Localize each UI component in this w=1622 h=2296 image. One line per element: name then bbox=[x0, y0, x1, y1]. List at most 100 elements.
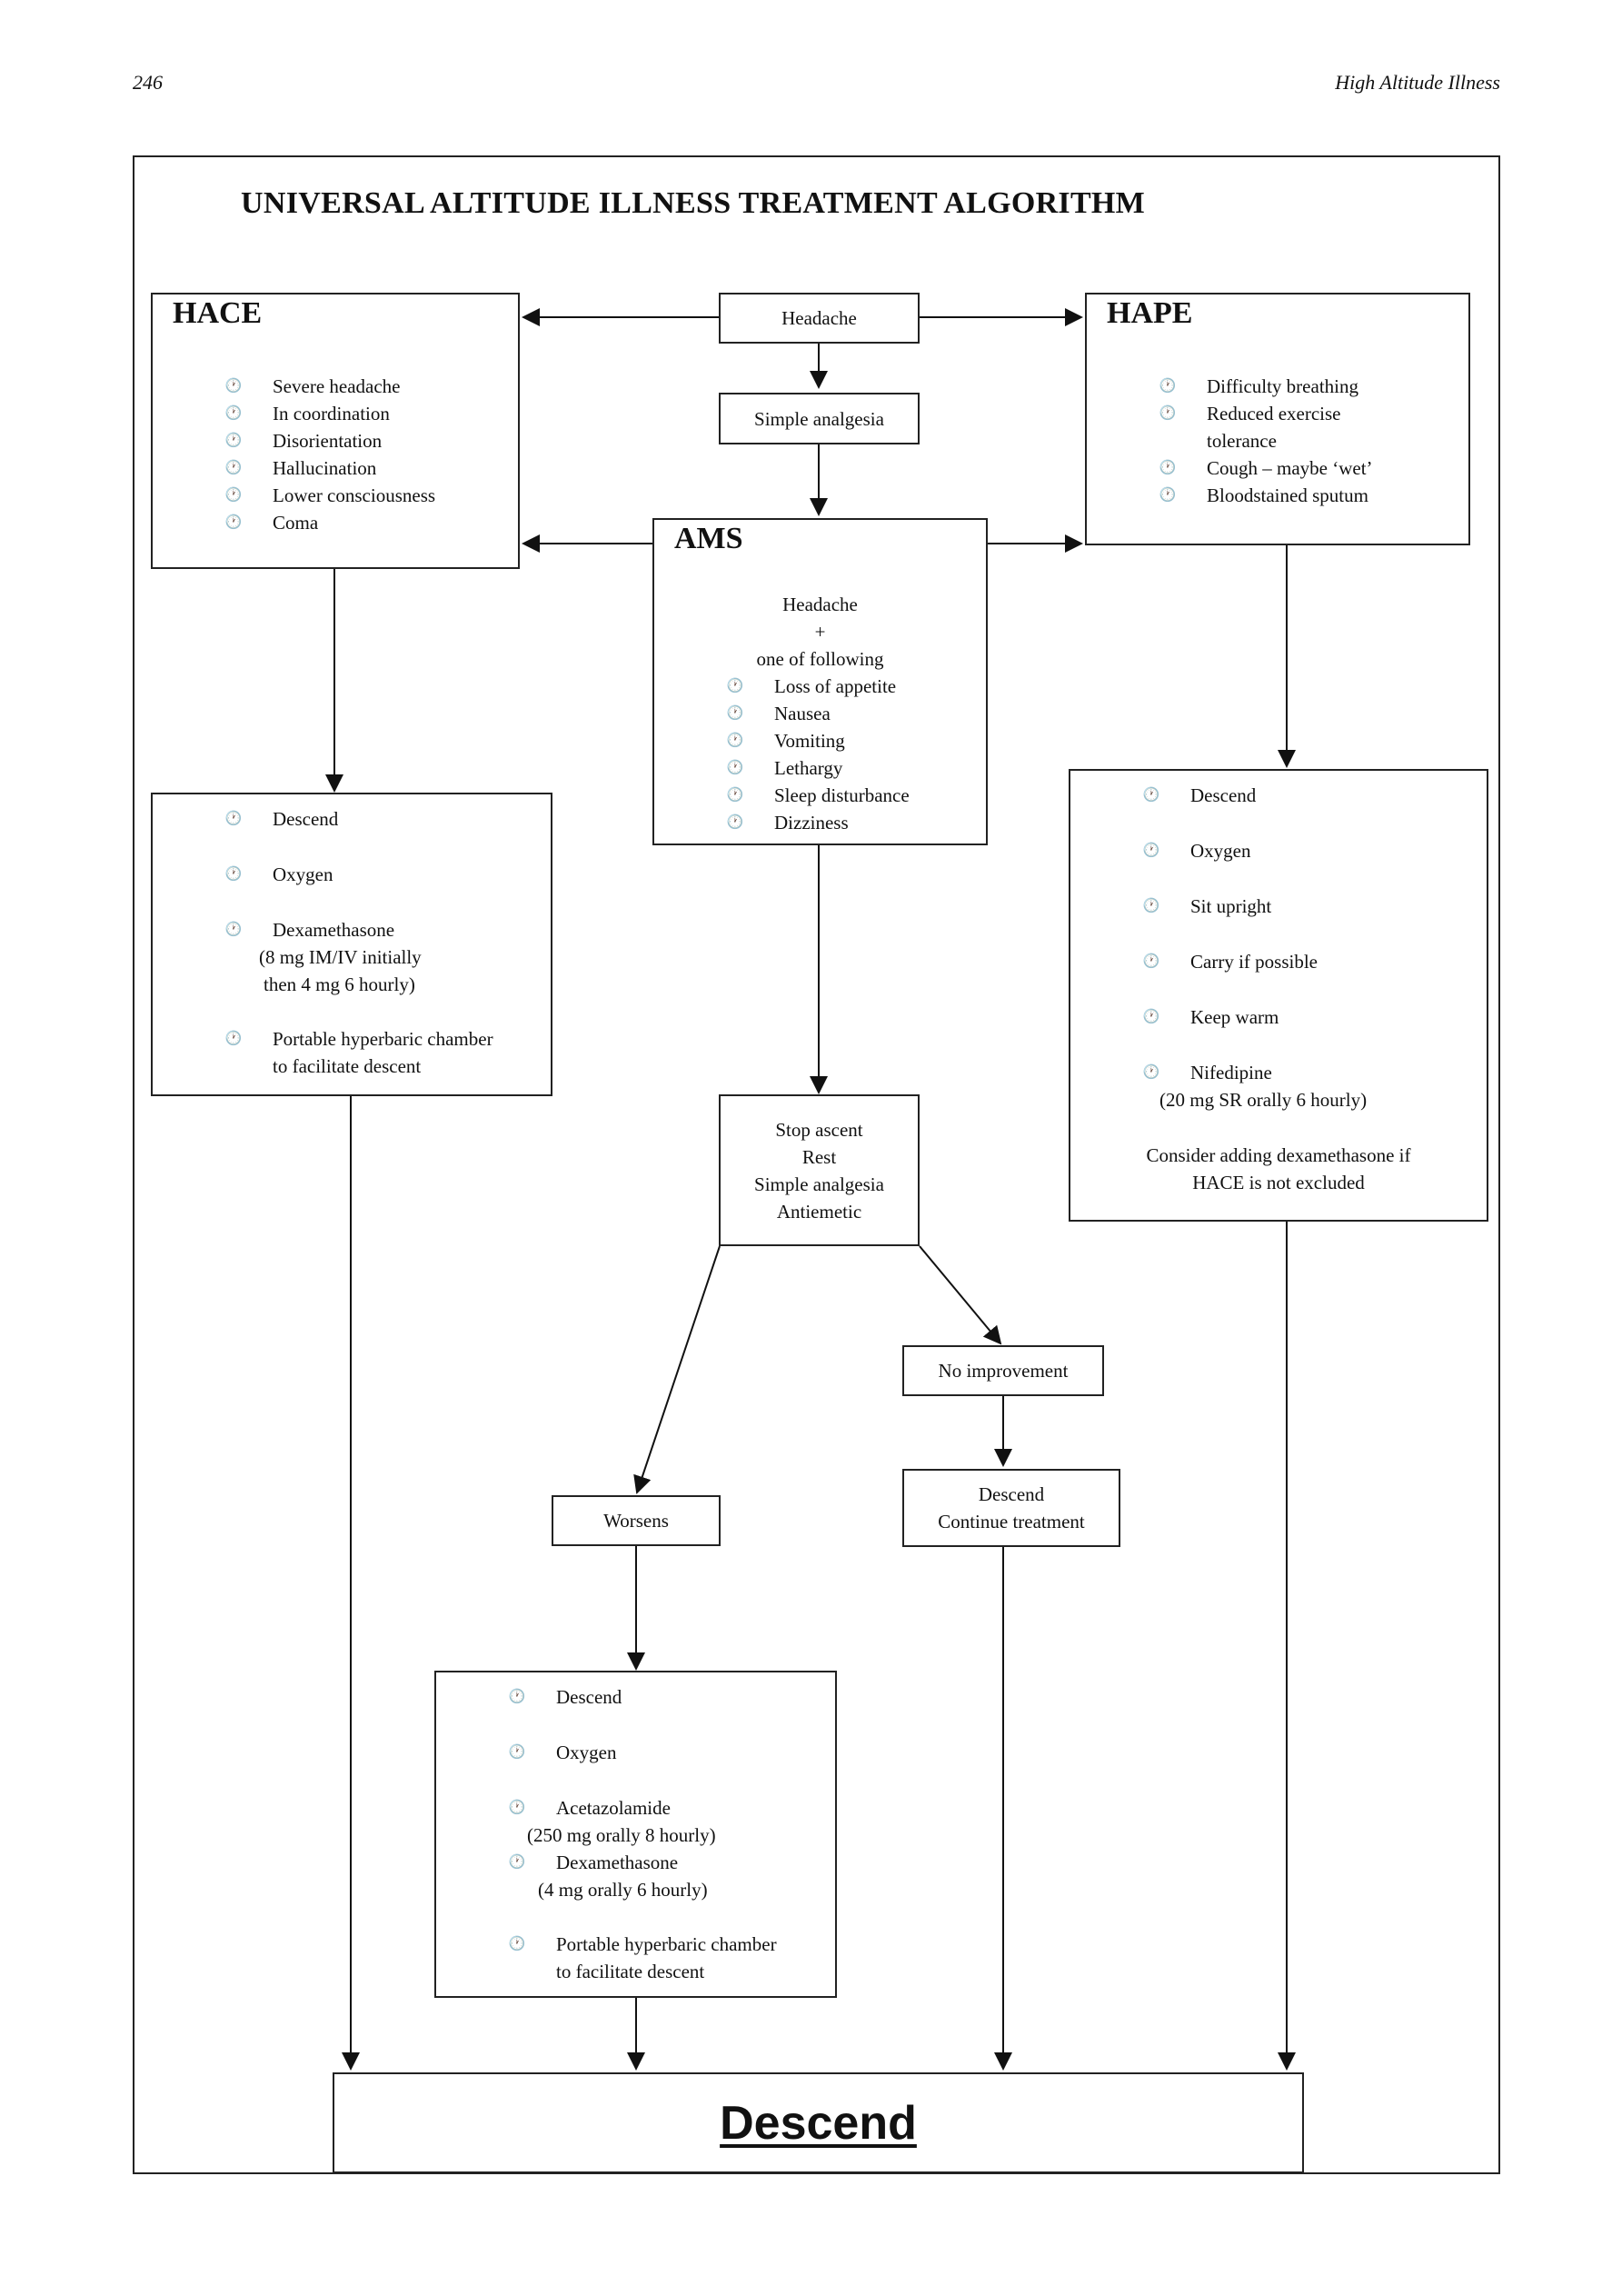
list-item: 🕐Descend bbox=[1141, 782, 1257, 809]
list-item: 🕐Cough – maybe ‘wet’ bbox=[1158, 454, 1373, 482]
list-item: 🕐Dexamethasone bbox=[224, 916, 394, 943]
clock-bullet-icon: 🕐 bbox=[1159, 488, 1177, 503]
clock-bullet-icon: 🕐 bbox=[224, 923, 243, 937]
clock-bullet-icon: 🕐 bbox=[1142, 899, 1160, 913]
worsens-treatment-box: 🕐Descend 🕐Oxygen 🕐Acetazolamide (250 mg … bbox=[434, 1671, 837, 1998]
ams-intro-plus: + bbox=[814, 621, 826, 643]
list-item: 🕐Oxygen bbox=[224, 861, 333, 888]
list-item: 🕐Nausea bbox=[725, 700, 910, 727]
final-descend-label: Descend bbox=[720, 2096, 917, 2150]
rest-line: Rest bbox=[801, 1145, 837, 1168]
list-item: 🕐Difficulty breathing bbox=[1158, 373, 1373, 400]
clock-bullet-icon: 🕐 bbox=[726, 815, 744, 830]
hace-symptom-list: 🕐Severe headache 🕐In coordination 🕐Disor… bbox=[224, 373, 435, 536]
chamber-note: to facilitate descent bbox=[556, 1961, 705, 1982]
descend-line: Descend bbox=[978, 1483, 1045, 1505]
clock-bullet-icon: 🕐 bbox=[224, 488, 243, 503]
list-item: 🕐Portable hyperbaric chamber bbox=[224, 1025, 493, 1053]
hape-box: HAPE 🕐Difficulty breathing 🕐Reduced exer… bbox=[1085, 293, 1470, 545]
antiemetic-line: Antiemetic bbox=[776, 1200, 862, 1223]
clock-bullet-icon: 🕐 bbox=[224, 461, 243, 475]
descend-continue-box: Descend Continue treatment bbox=[902, 1469, 1120, 1547]
list-item: 🕐Lethargy bbox=[725, 754, 910, 782]
hape-treatment-box: 🕐Descend 🕐Oxygen 🕐Sit upright 🕐Carry if … bbox=[1069, 769, 1488, 1222]
headache-box: Headache bbox=[719, 293, 920, 344]
dexamethasone-dose: (4 mg orally 6 hourly) bbox=[538, 1879, 708, 1901]
clock-bullet-icon: 🕐 bbox=[224, 434, 243, 448]
no-improvement-box: No improvement bbox=[902, 1345, 1104, 1396]
hape-symptom-list: 🕐Difficulty breathing 🕐Reduced exercise … bbox=[1158, 373, 1373, 509]
acetazolamide-dose: (250 mg orally 8 hourly) bbox=[527, 1824, 716, 1846]
ams-symptom-list: 🕐Loss of appetite 🕐Nausea 🕐Vomiting 🕐Let… bbox=[725, 673, 910, 836]
ams-intro-following: one of following bbox=[756, 648, 884, 670]
list-item: 🕐Acetazolamide bbox=[507, 1794, 671, 1822]
simple-analgesia-label: Simple analgesia bbox=[754, 407, 884, 430]
clock-bullet-icon: 🕐 bbox=[508, 1745, 526, 1760]
clock-bullet-icon: 🕐 bbox=[224, 867, 243, 882]
clock-bullet-icon: 🕐 bbox=[1142, 1010, 1160, 1024]
list-item: 🕐Descend bbox=[224, 805, 339, 833]
list-item: 🕐Dizziness bbox=[725, 809, 910, 836]
list-item: 🕐Severe headache bbox=[224, 373, 435, 400]
chamber-note: to facilitate descent bbox=[273, 1055, 422, 1077]
clock-bullet-icon: 🕐 bbox=[508, 1690, 526, 1704]
clock-bullet-icon: 🕐 bbox=[224, 406, 243, 421]
list-item: 🕐Descend bbox=[507, 1683, 622, 1711]
list-item: 🕐Sleep disturbance bbox=[725, 782, 910, 809]
clock-bullet-icon: 🕐 bbox=[1159, 406, 1177, 421]
list-item: 🕐In coordination bbox=[224, 400, 435, 427]
list-item: 🕐Portable hyperbaric chamber bbox=[507, 1931, 777, 1958]
clock-bullet-icon: 🕐 bbox=[726, 761, 744, 775]
clock-bullet-icon: 🕐 bbox=[726, 679, 744, 694]
clock-bullet-icon: 🕐 bbox=[224, 812, 243, 826]
clock-bullet-icon: 🕐 bbox=[224, 1032, 243, 1046]
list-item: 🕐Sit upright bbox=[1141, 893, 1272, 920]
list-item: 🕐Reduced exercise bbox=[1158, 400, 1373, 427]
list-item: 🕐Loss of appetite bbox=[725, 673, 910, 700]
consider-line-2: HACE is not excluded bbox=[1192, 1172, 1365, 1193]
list-item: 🕐Carry if possible bbox=[1141, 948, 1318, 975]
nifedipine-dose: (20 mg SR orally 6 hourly) bbox=[1159, 1089, 1368, 1111]
no-improvement-label: No improvement bbox=[938, 1360, 1069, 1382]
hace-treatment-box: 🕐Descend 🕐Oxygen 🕐Dexamethasone (8 mg IM… bbox=[151, 793, 552, 1096]
clock-bullet-icon: 🕐 bbox=[1142, 788, 1160, 803]
ams-intro-headache: Headache bbox=[782, 594, 858, 615]
dexamethasone-dose-line-2: then 4 mg 6 hourly) bbox=[264, 973, 415, 995]
arrow-stop-ascent-to-no-improvement bbox=[919, 1245, 1002, 1345]
list-item: 🕐Vomiting bbox=[725, 727, 910, 754]
clock-bullet-icon: 🕐 bbox=[726, 706, 744, 721]
final-descend-box: Descend bbox=[333, 2072, 1304, 2173]
clock-bullet-icon: 🕐 bbox=[508, 1937, 526, 1952]
stop-ascent-line: Stop ascent bbox=[775, 1118, 863, 1141]
list-item: 🕐Coma bbox=[224, 509, 435, 536]
analgesia-line: Simple analgesia bbox=[754, 1173, 884, 1195]
dexamethasone-dose-line-1: (8 mg IM/IV initially bbox=[259, 946, 422, 968]
worsens-label: Worsens bbox=[603, 1510, 669, 1532]
hace-box: HACE 🕐Severe headache 🕐In coordination 🕐… bbox=[151, 293, 520, 569]
hape-heading: HAPE bbox=[1107, 296, 1193, 330]
ams-heading: AMS bbox=[674, 522, 743, 555]
simple-analgesia-box: Simple analgesia bbox=[719, 393, 920, 444]
list-item: 🕐Nifedipine bbox=[1141, 1059, 1272, 1086]
worsens-box: Worsens bbox=[552, 1495, 721, 1546]
clock-bullet-icon: 🕐 bbox=[224, 515, 243, 530]
clock-bullet-icon: 🕐 bbox=[508, 1855, 526, 1870]
list-item: 🕐Lower consciousness bbox=[224, 482, 435, 509]
diagram-title: UNIVERSAL ALTITUDE ILLNESS TREATMENT ALG… bbox=[241, 186, 1146, 220]
clock-bullet-icon: 🕐 bbox=[508, 1801, 526, 1815]
list-item: 🕐Keep warm bbox=[1141, 1003, 1279, 1031]
headache-label: Headache bbox=[781, 307, 857, 329]
clock-bullet-icon: 🕐 bbox=[1142, 844, 1160, 858]
list-item: 🕐Bloodstained sputum bbox=[1158, 482, 1373, 509]
clock-bullet-icon: 🕐 bbox=[224, 379, 243, 394]
list-item: 🕐Disorientation bbox=[224, 427, 435, 454]
clock-bullet-icon: 🕐 bbox=[726, 788, 744, 803]
clock-bullet-icon: 🕐 bbox=[1142, 1065, 1160, 1080]
continue-treatment-line: Continue treatment bbox=[938, 1511, 1085, 1532]
list-item: 🕐Dexamethasone bbox=[507, 1849, 678, 1876]
list-item: 🕐Oxygen bbox=[507, 1739, 617, 1766]
clock-bullet-icon: 🕐 bbox=[1142, 954, 1160, 969]
list-item: 🕐Oxygen bbox=[1141, 837, 1251, 864]
page-number: 246 bbox=[133, 71, 163, 94]
